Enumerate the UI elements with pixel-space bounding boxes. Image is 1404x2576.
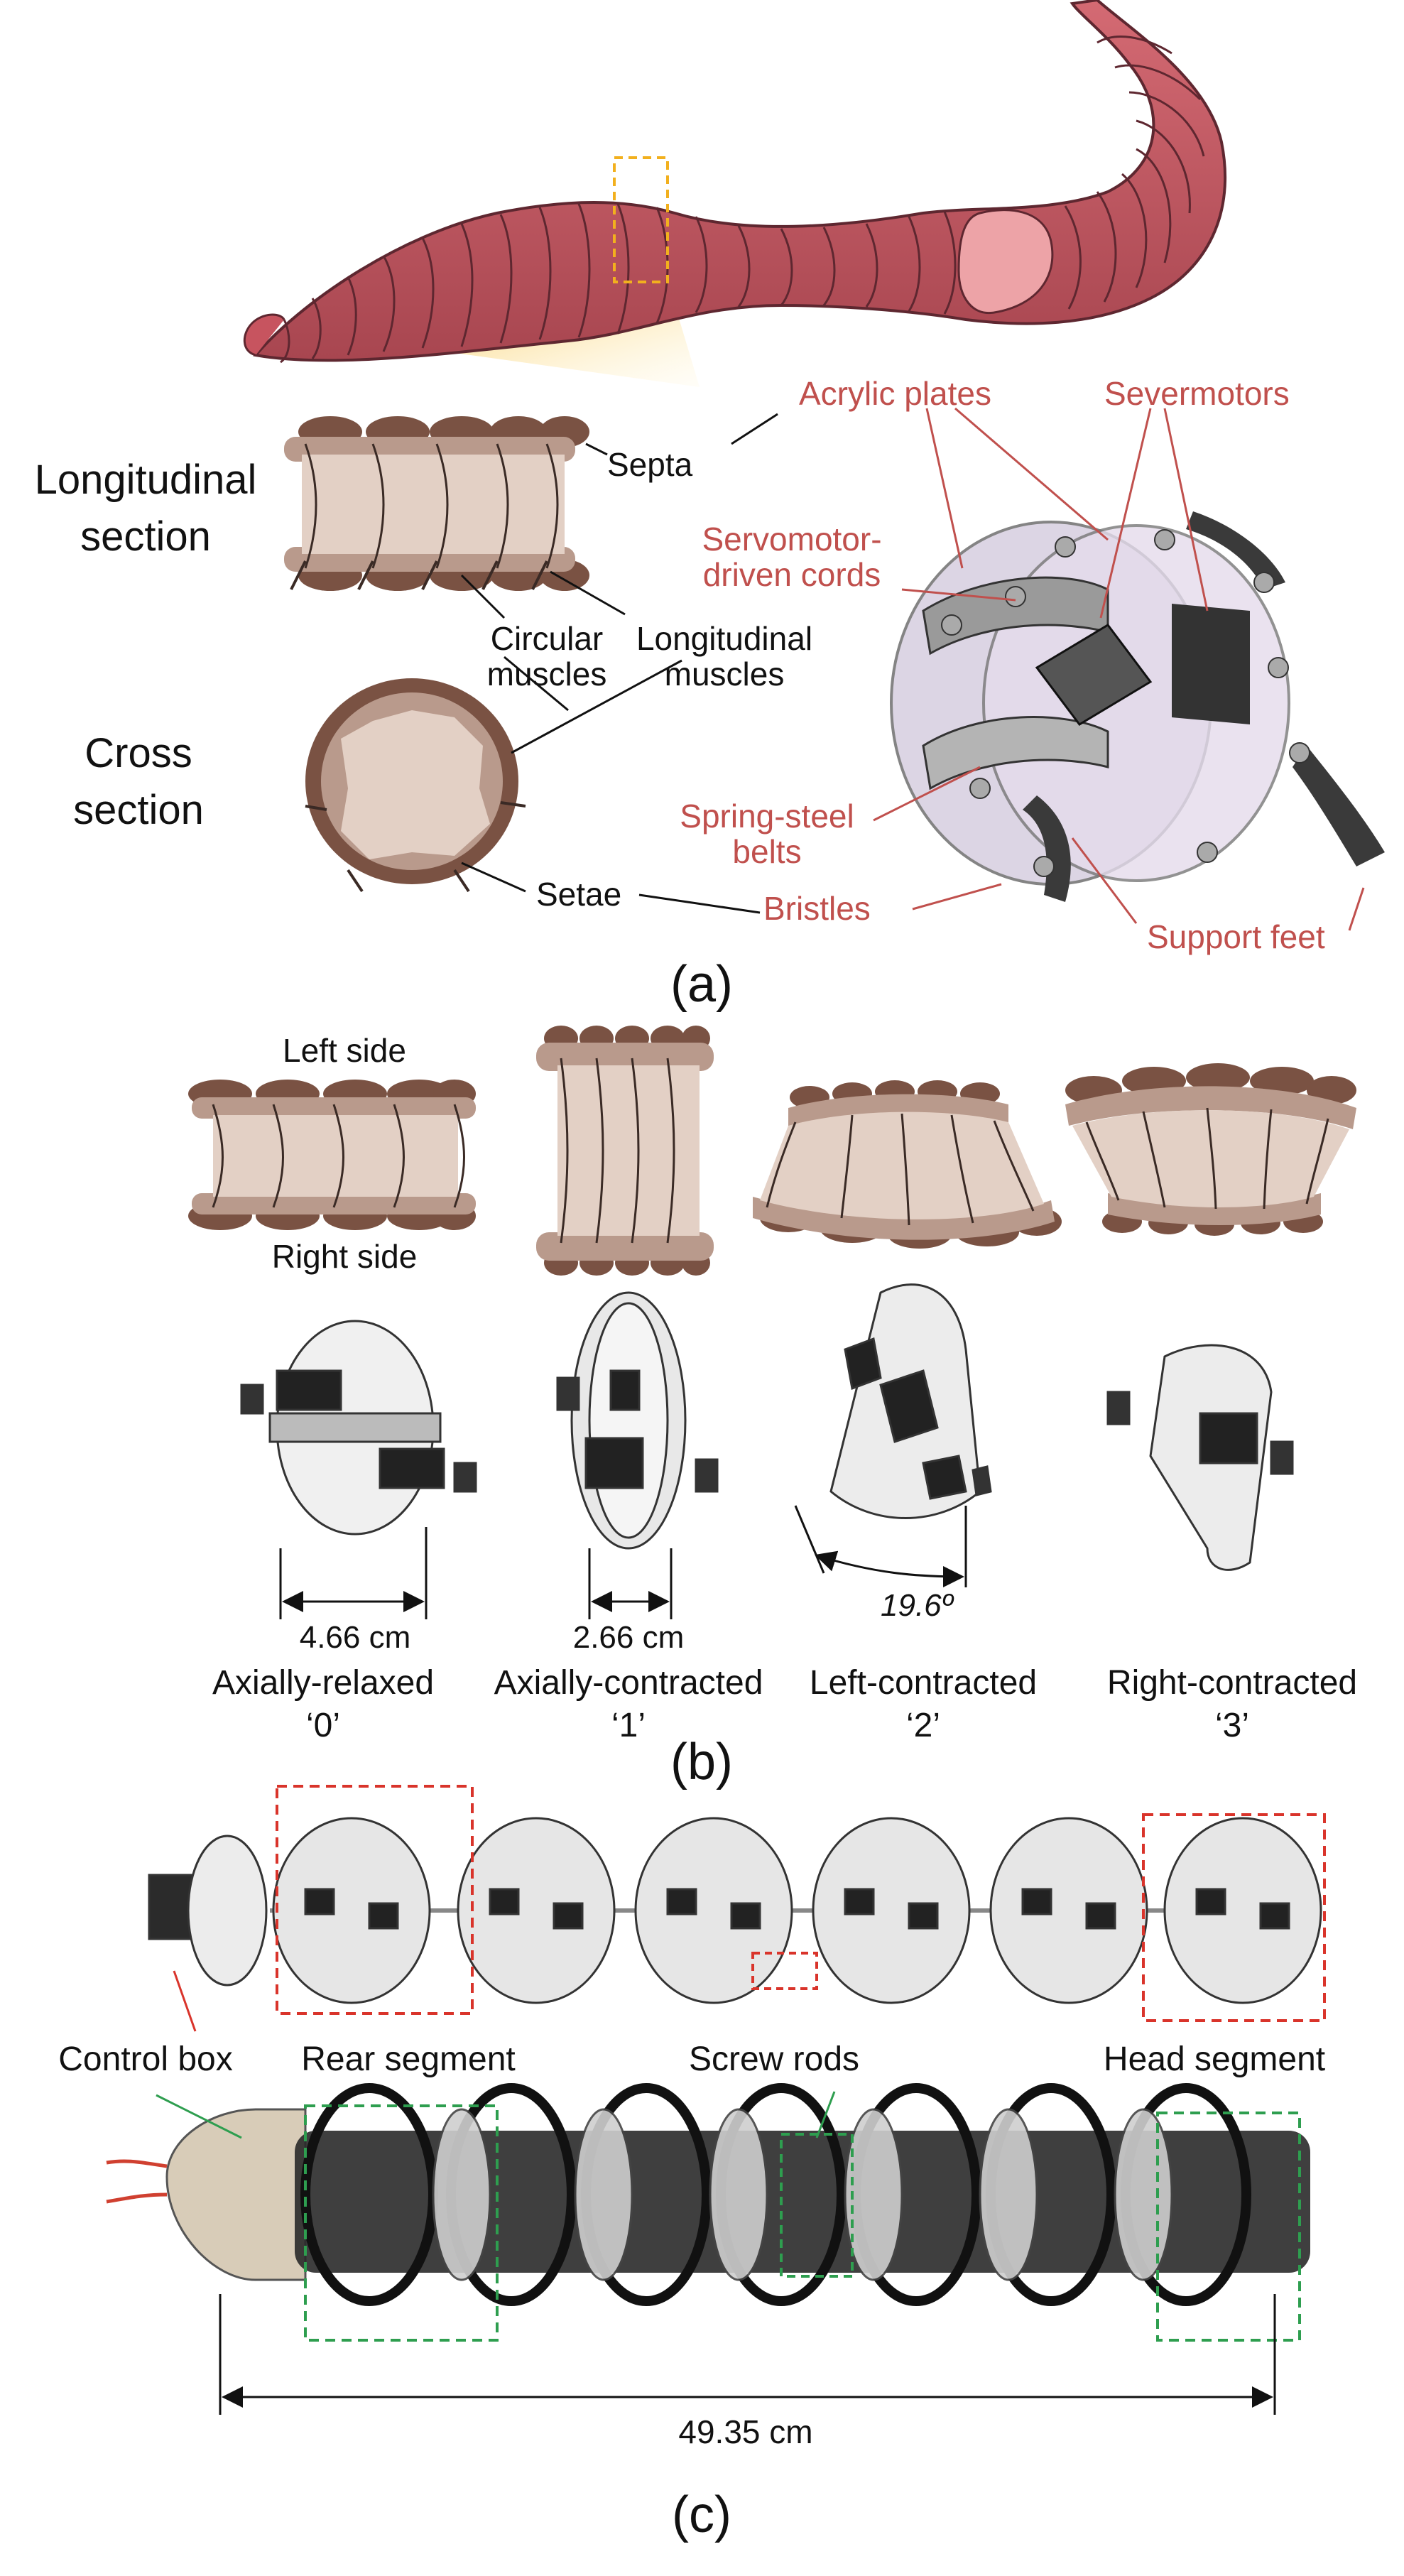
robot-state-left-contracted xyxy=(829,1283,992,1519)
left-side-label: Left side xyxy=(283,1032,406,1069)
state-name-1: Axially-contracted xyxy=(494,1664,763,1702)
state-name-3: Right-contracted xyxy=(1107,1664,1357,1702)
longitudinal-muscles-line1: Longitudinal xyxy=(636,620,812,657)
head-segment-box-red xyxy=(1142,1813,1326,2022)
bend-angle-label: 19.6º xyxy=(881,1588,954,1623)
setae-label: Setae xyxy=(536,876,621,913)
longitudinal-muscles-line2: muscles xyxy=(665,656,785,692)
panel-c-leaders xyxy=(156,1970,836,2139)
head-segment-box-green xyxy=(1156,2112,1301,2342)
panel-b-label: (b) xyxy=(670,1734,733,1790)
panel-c-label: (c) xyxy=(672,2487,731,2543)
state-name-2: Left-contracted xyxy=(810,1664,1037,1702)
width-relaxed-label: 4.66 cm xyxy=(300,1620,411,1655)
support-feet-label: Support feet xyxy=(1147,918,1325,955)
total-length-label: 49.35 cm xyxy=(678,2413,812,2450)
robot-segment-drawing xyxy=(890,511,1385,902)
width-contracted-label: 2.66 cm xyxy=(573,1620,685,1655)
screw-rods-label: Screw rods xyxy=(689,2040,859,2078)
earthworm-illustration xyxy=(243,0,1227,364)
longitudinal-section-drawing xyxy=(284,416,589,591)
cross-section-line1: Cross xyxy=(85,730,192,776)
servomotor-cords-line2: driven cords xyxy=(703,556,881,593)
panel-a-label: (a) xyxy=(670,956,733,1013)
robot-cad-assembly xyxy=(148,1817,1322,2004)
head-segment-label: Head segment xyxy=(1104,2040,1325,2078)
rear-segment-box-green xyxy=(304,2104,499,2342)
circular-muscles-line2: muscles xyxy=(487,656,607,692)
right-side-label: Right side xyxy=(272,1238,418,1275)
state-code-0: ‘0’ xyxy=(306,1707,340,1744)
panel-b-dimension-lines xyxy=(279,1505,967,1619)
panel-a-black-leaders xyxy=(460,413,778,914)
length-dimension xyxy=(219,2294,1276,2415)
bristles-label: Bristles xyxy=(763,890,871,927)
control-box-label: Control box xyxy=(58,2040,232,2078)
spring-steel-belts-line1: Spring-steel xyxy=(680,798,854,835)
robot-photo xyxy=(106,2083,1310,2306)
septa-label: Septa xyxy=(607,446,693,483)
rear-segment-label: Rear segment xyxy=(301,2040,515,2078)
longitudinal-section-line1: Longitudinal xyxy=(35,457,257,503)
screw-rod-box-red xyxy=(751,1952,818,1990)
robot-state-right-contracted xyxy=(1106,1344,1294,1571)
longitudinal-section-line2: section xyxy=(80,513,211,560)
section-state-relaxed xyxy=(188,1080,476,1230)
panel-a-red-leaders xyxy=(873,407,1365,931)
robot-state-relaxed xyxy=(240,1320,477,1536)
state-code-3: ‘3’ xyxy=(1215,1707,1249,1744)
circular-muscles-line1: Circular xyxy=(491,620,603,657)
cross-section-drawing xyxy=(305,678,526,893)
highlight-box xyxy=(613,156,669,283)
section-state-right-contracted xyxy=(1065,1063,1356,1236)
severmotors-label: Severmotors xyxy=(1104,375,1290,412)
panel-a: Longitudinal section Cross section Septa… xyxy=(35,0,1385,1013)
section-state-axial-contracted xyxy=(536,1026,714,1276)
spring-steel-belts-line2: belts xyxy=(732,833,801,870)
panel-c: Control box Rear segment Screw rods Head… xyxy=(58,1785,1326,2543)
servomotor-cords-line1: Servomotor- xyxy=(702,521,881,558)
state-code-1: ‘1’ xyxy=(611,1707,646,1744)
state-name-0: Axially-relaxed xyxy=(212,1664,434,1702)
cross-section-line2: section xyxy=(73,787,204,833)
screw-rod-box-green xyxy=(780,2133,854,2278)
robot-state-axial-contracted xyxy=(556,1291,719,1550)
state-code-2: ‘2’ xyxy=(906,1707,940,1744)
section-state-left-contracted xyxy=(753,1080,1062,1249)
acrylic-plates-label: Acrylic plates xyxy=(799,375,991,412)
panel-b: Left side Right side 4.66 cm 2.66 cm 19.… xyxy=(188,1026,1357,1790)
